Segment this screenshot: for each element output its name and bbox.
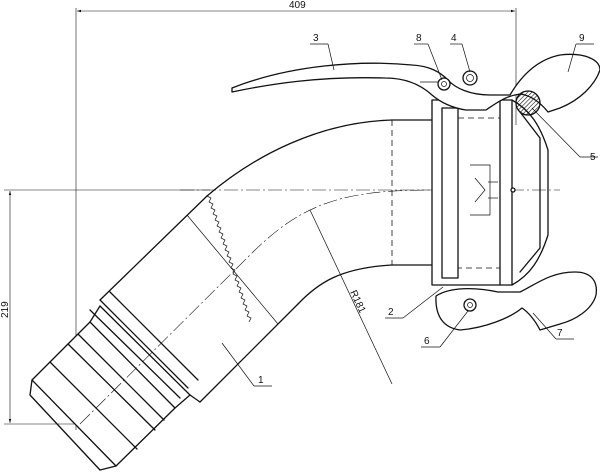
pin-4 [462, 70, 478, 86]
callout-4-label: 4 [451, 33, 457, 44]
callout-2-label: 2 [388, 307, 394, 318]
callout-6-label: 6 [424, 336, 430, 347]
height-dimension-label: 219 [0, 301, 11, 318]
coupling-body [431, 99, 549, 286]
gasket-seal-hatched [515, 90, 541, 116]
callout-6: 6 [421, 310, 469, 348]
callout-7: 7 [532, 312, 574, 340]
radius-label: R181 [347, 289, 367, 316]
callout-1: 1 [221, 342, 272, 387]
callout-7-label: 7 [557, 328, 563, 339]
lower-cam-lever [435, 271, 598, 331]
callout-5-label: 5 [590, 152, 596, 163]
dimension-height: 219 [0, 189, 210, 425]
upper-cam-lever [231, 53, 600, 113]
pin-8 [437, 77, 451, 91]
radius-annotation: R181 [309, 209, 393, 385]
callout-3: 3 [310, 33, 335, 71]
callout-9-label: 9 [579, 33, 585, 44]
callout-8-label: 8 [416, 33, 422, 44]
callout-5: 5 [531, 107, 598, 163]
width-dimension-label: 409 [289, 0, 306, 11]
callout-3-label: 3 [313, 33, 319, 44]
bend-body [29, 119, 433, 471]
callout-2: 2 [385, 286, 444, 319]
callout-1-label: 1 [258, 375, 264, 386]
callout-4: 4 [450, 33, 471, 73]
pin-6 [463, 298, 477, 312]
callout-9: 9 [567, 33, 594, 73]
callout-8: 8 [414, 33, 443, 81]
